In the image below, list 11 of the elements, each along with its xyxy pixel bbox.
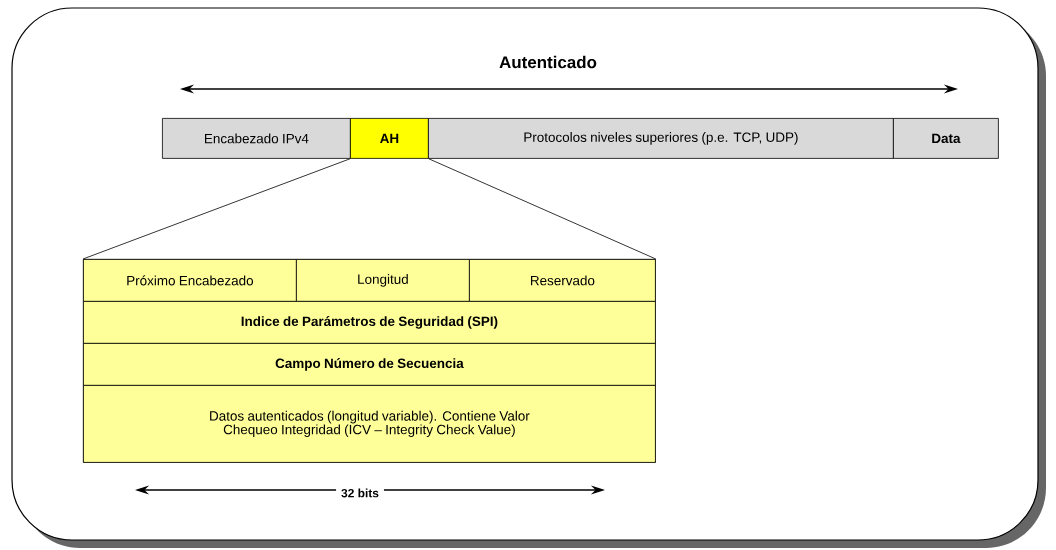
field-cell: Datos autenticados (longitud variable). Contiene Valor Chequeo Integridad (ICV – Integrity Check Value): [83, 385, 656, 463]
expansion-line: [428, 158, 657, 260]
expansion-line: [82, 158, 351, 260]
field-cell: Longitud: [296, 259, 470, 302]
field-cell: Campo Número de Secuencia: [83, 343, 656, 386]
field-cell: Reservado: [469, 259, 656, 302]
field-cell: Próximo Encabezado: [83, 259, 297, 302]
header-cell: AH: [350, 118, 429, 159]
dimension-label: Autenticado: [494, 50, 602, 74]
header-cell: Encabezado IPv4: [162, 118, 351, 159]
header-cell: Data: [893, 118, 999, 159]
